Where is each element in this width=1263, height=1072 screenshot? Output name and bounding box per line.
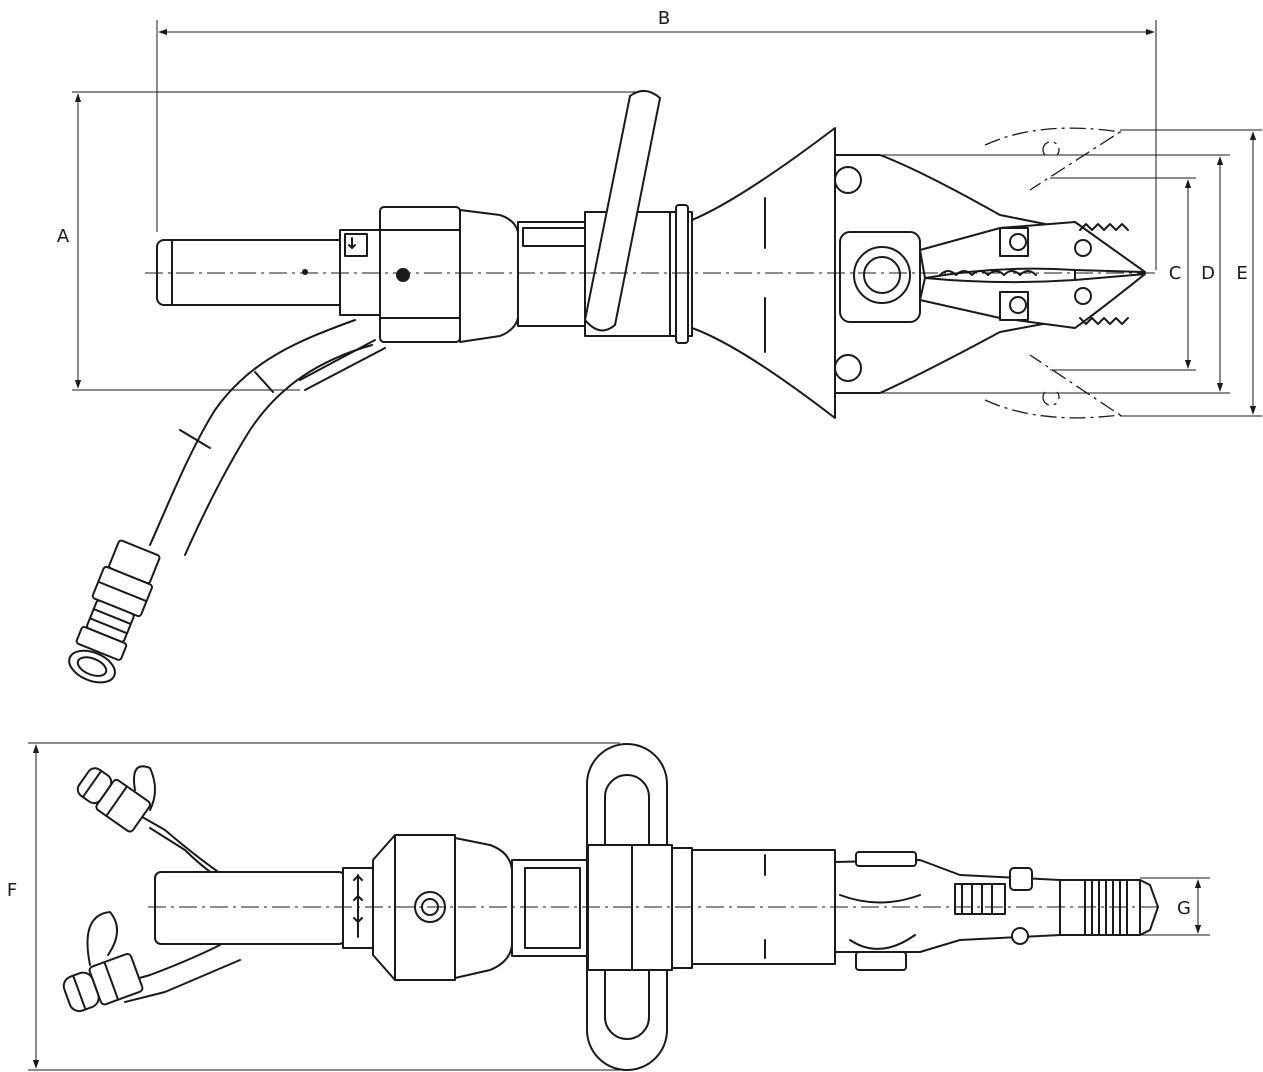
valve-port: [396, 268, 410, 282]
center-bolt-inner: [863, 256, 901, 294]
dimension-label-b: B: [658, 8, 670, 29]
lower-tip-pin: [1074, 287, 1092, 305]
upper-link-pin: [834, 166, 862, 194]
lower-jaw-blade: [919, 273, 1146, 329]
dimension-label-e: E: [1236, 263, 1247, 284]
top-view: B A C D E: [57, 8, 1262, 684]
hose-inner-edge: [184, 344, 373, 556]
upper-open-pin-phantom: [1042, 141, 1060, 156]
lower-tip-serration: [1079, 317, 1129, 325]
arrow-down-icon: [348, 237, 356, 249]
dimension-label-d: D: [1201, 263, 1215, 284]
side-rear-cylinder: [154, 871, 346, 945]
hose-outer-edge: [149, 319, 356, 546]
side-link-curve: [839, 894, 921, 904]
side-serration-lines: [961, 883, 993, 915]
lower-dust-cap-strap: [86, 911, 118, 966]
lower-open-jaw-phantom: [984, 354, 1122, 419]
side-link-curve-lower: [849, 934, 916, 950]
side-view: F G: [7, 742, 1210, 1071]
carry-handle: [584, 90, 661, 332]
side-top-bracket: [855, 851, 917, 867]
lower-hose-edge-bottom: [124, 959, 241, 1003]
side-taper-housing: [454, 837, 513, 979]
rear-cylinder: [171, 239, 345, 306]
direction-arrows-icon: [353, 875, 363, 923]
side-handle-collar: [671, 847, 693, 969]
cone-guard: [691, 127, 836, 419]
upper-dust-cap-strap: [133, 765, 156, 811]
tube-slot: [522, 227, 589, 247]
upper-coupling: [76, 767, 151, 833]
hose-guard-edge: [304, 347, 386, 391]
hose-band: [179, 429, 211, 449]
cylinder-mark: [302, 269, 308, 275]
dimension-label-a: A: [57, 226, 70, 247]
lower-coupling: [62, 952, 144, 1013]
upper-tip-serration: [1079, 223, 1129, 231]
upper-open-jaw-phantom: [984, 127, 1122, 191]
lower-hose-edge-top: [114, 944, 221, 986]
side-top-pin: [1009, 867, 1033, 891]
hose-coupling: [68, 539, 161, 684]
lower-bolt: [1009, 296, 1027, 314]
side-bottom-nut: [855, 951, 907, 971]
side-bottom-pin: [1011, 927, 1029, 945]
handle-collar-ring: [675, 204, 689, 344]
dimension-label-g: G: [1177, 898, 1191, 919]
dimension-label-c: C: [1169, 263, 1182, 284]
upper-bolt: [1009, 233, 1027, 251]
lower-link-pin: [834, 354, 862, 382]
side-serration-block: [954, 883, 1006, 915]
side-tube-window: [524, 867, 581, 949]
upper-hose-edge-top: [129, 809, 231, 881]
valve-block: [379, 206, 461, 343]
jaw-serration: [939, 270, 1037, 276]
hose-guard: [299, 339, 376, 381]
hose-collar: [254, 371, 274, 393]
upper-tip-pin: [1074, 239, 1092, 257]
taper-housing: [459, 209, 519, 343]
lower-open-pin-phantom: [1042, 391, 1060, 406]
dimension-label-f: F: [7, 880, 17, 901]
